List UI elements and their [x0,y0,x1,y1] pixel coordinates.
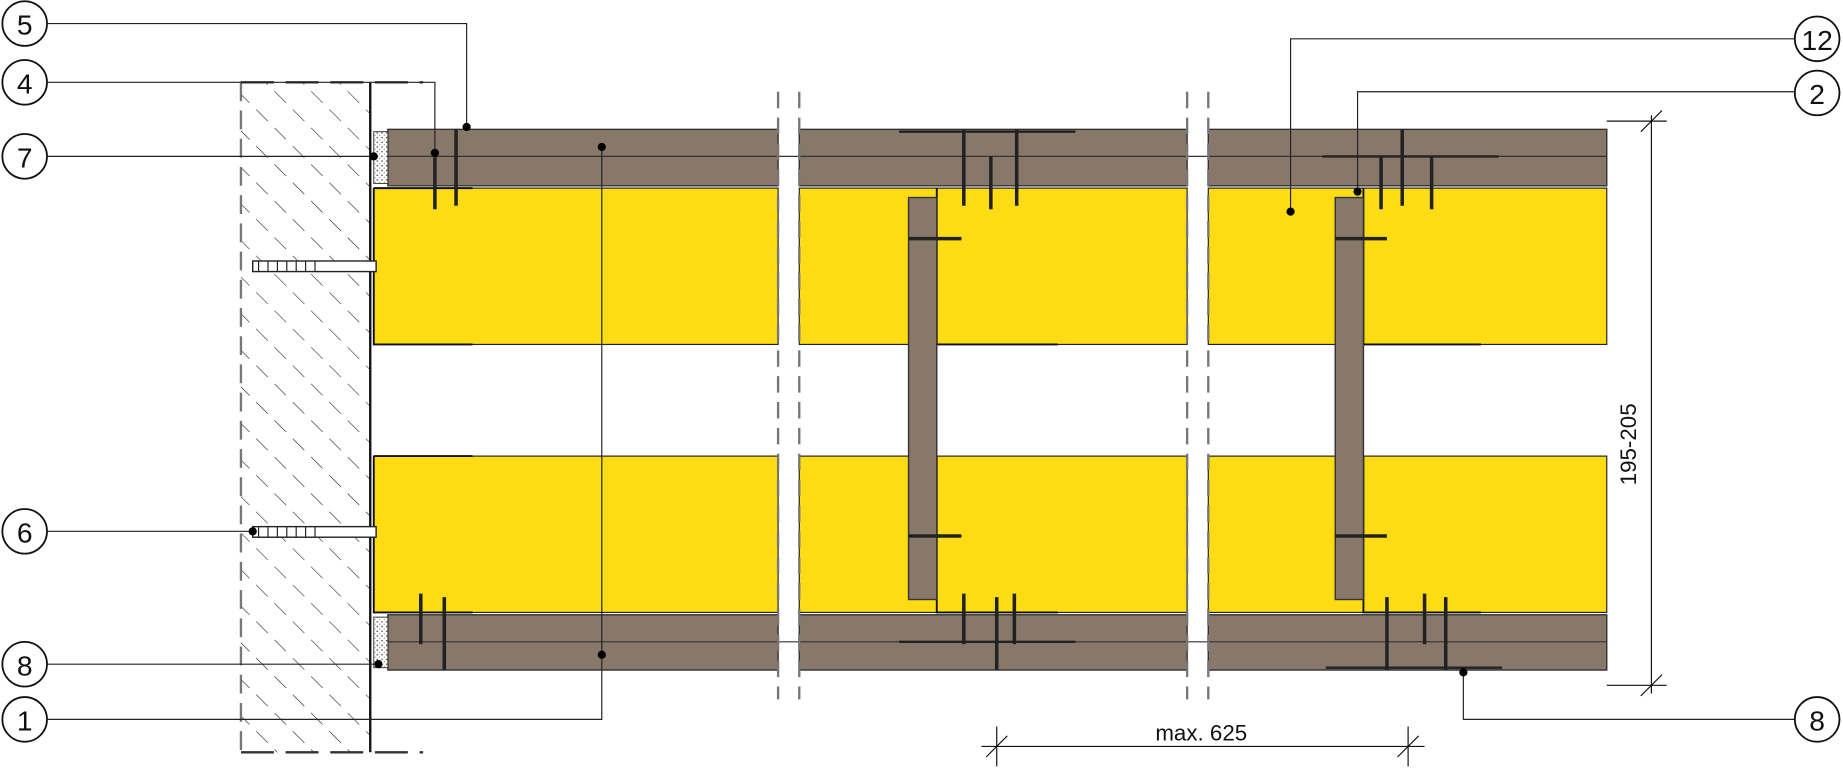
callout-1: 1 [1,696,48,743]
mineral-wool-insulation-top [373,187,1608,346]
callout-8-left: 8 [1,640,48,688]
screws [419,129,1503,671]
callout-label: 2 [1809,78,1825,110]
masonry-wall [239,81,424,754]
callout-label: 7 [17,142,33,174]
callout-4: 4 [1,59,48,106]
callout-label: 8 [1809,705,1825,737]
callout-label: 12 [1801,24,1832,56]
studs [907,196,1365,601]
wall-anchor-bottom [252,525,377,538]
callout-2: 2 [1793,69,1841,117]
callout-label: 6 [17,517,33,549]
callout-label: 4 [17,68,33,100]
mineral-wool-insulation-bottom [373,455,1608,614]
callout-8-right: 8 [1793,696,1841,743]
gypsum-boards-top [373,128,1608,187]
callout-12: 12 [1793,15,1841,63]
callout-5: 5 [1,0,48,47]
callout-label: 8 [17,649,33,681]
break-lines [776,91,1210,700]
spacing-dimension [981,726,1425,767]
callout-7: 7 [1,133,48,180]
leader-lines [47,22,1796,720]
height-dimension-label: 195-205 [1616,403,1641,485]
wall-anchor-top [252,260,377,273]
spacing-dimension-label: max. 625 [1155,721,1247,746]
callout-label: 1 [17,705,33,737]
callout-label: 5 [17,9,33,41]
height-dimension [1606,110,1667,697]
callout-6: 6 [1,508,48,555]
